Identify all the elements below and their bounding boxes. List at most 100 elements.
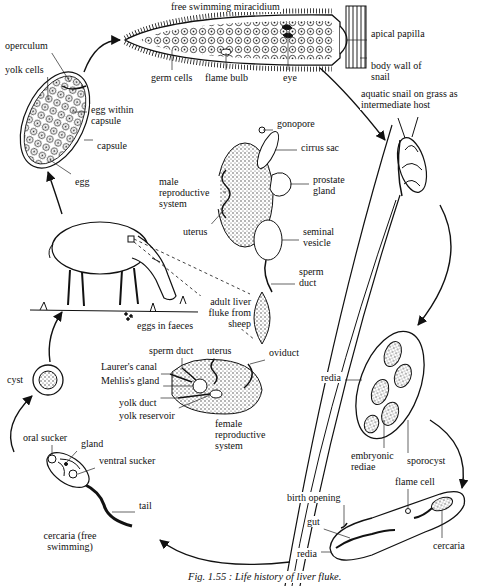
leader-line (344, 505, 345, 526)
flame-cell (406, 509, 411, 514)
leader-line (442, 510, 443, 538)
leader-line (84, 140, 93, 141)
oral-sucker (48, 455, 56, 463)
leader-line (282, 240, 299, 241)
egg-dot (125, 313, 128, 316)
shell-whorls (402, 145, 422, 186)
leader-line (50, 160, 71, 174)
cyst-content (39, 371, 57, 389)
egg-yolk (12, 66, 99, 173)
sperm-duct (265, 260, 272, 292)
leader-line (78, 468, 95, 474)
sheep-ear-tail (49, 244, 160, 262)
part-label: Mehlis's gland (100, 375, 160, 386)
part-label: yolk duct (118, 397, 158, 408)
snail-foot (398, 140, 402, 196)
leader-line (290, 184, 309, 185)
cyst-figure (33, 365, 63, 395)
part-label: egg within capsule (90, 104, 150, 126)
part-label: redia (296, 548, 318, 559)
cycle-arrow (418, 205, 451, 325)
leader-line (346, 40, 367, 41)
leader-line (324, 529, 350, 538)
miracidium-body (125, 15, 340, 65)
part-label: tail (138, 500, 153, 511)
part-label: yolk reservoir (118, 410, 176, 421)
cycle-arrow (49, 312, 62, 362)
part-label: cercaria (free swimming) (36, 530, 104, 552)
leader-line (112, 512, 135, 513)
part-label: uterus (182, 226, 208, 237)
leader-line (52, 53, 70, 82)
leader-line (223, 192, 226, 193)
leader-line (182, 358, 183, 368)
snail-tentacles (398, 117, 418, 138)
leader-line (66, 451, 77, 463)
sheep-figure (30, 222, 255, 340)
part-label: gonopore (276, 118, 316, 129)
part-label: female reproductive system (214, 418, 278, 451)
part-label: oral sucker (22, 432, 68, 443)
sporocyst-figure (343, 322, 438, 448)
part-label: ventral sucker (98, 455, 156, 466)
part-label: gland (80, 438, 104, 449)
part-label: redia (320, 372, 342, 383)
part-label: operculum (4, 40, 49, 51)
miracidium-figure (125, 11, 347, 69)
leader-line (360, 58, 367, 59)
part-label: cercaria (432, 540, 466, 551)
leader-line (131, 316, 133, 318)
embryonic-redia (368, 377, 392, 407)
leader-line (275, 150, 297, 151)
part-label: germ cells (150, 72, 193, 83)
leader-line (179, 395, 210, 408)
part-label: Laurer's canal (100, 361, 158, 372)
leader-line (161, 398, 179, 399)
part-label: oviduct (268, 347, 300, 358)
part-label: yolk cells (4, 64, 45, 75)
part-label: free swimming miracidium (170, 1, 281, 12)
dashed-pointer (134, 239, 255, 340)
part-label: sperm duct (148, 345, 194, 356)
part-label: body wall of snail (370, 60, 428, 82)
leader-line (214, 358, 215, 360)
ventral-sucker (69, 470, 77, 478)
egg-dot (130, 315, 133, 318)
part-label: capsule (96, 140, 128, 151)
yolk-reservoir (210, 390, 222, 398)
part-label: seminal vesicle (302, 226, 356, 248)
leader-line (72, 112, 87, 113)
leader-line (408, 420, 409, 453)
oviduct (244, 364, 252, 388)
part-label: apical papilla (370, 28, 426, 39)
part-label: flame bulb (204, 72, 249, 83)
leader-line (163, 386, 193, 387)
yolk-duct (178, 394, 210, 398)
liver-mark (128, 236, 134, 242)
leader-line (250, 360, 265, 364)
part-label: embryonic rediae (350, 450, 402, 472)
leader-line (321, 552, 332, 553)
cycle-arrow (160, 540, 290, 564)
leader-line (211, 210, 224, 224)
cycle-arrows (11, 40, 464, 564)
snail-figure (392, 117, 432, 196)
part-label: prostate gland (312, 174, 358, 196)
embryonic-redia (362, 413, 381, 435)
leader-line (345, 380, 362, 381)
sporocyst-wall (343, 322, 438, 448)
eye-spot (282, 25, 292, 30)
male-system-figure (217, 127, 291, 292)
leader-line (408, 489, 409, 508)
embryonic-redia (391, 362, 414, 390)
redia-gut (336, 530, 395, 548)
cycle-arrow (48, 172, 62, 214)
embryonic-redia (379, 400, 402, 428)
part-label: uterus (206, 345, 232, 356)
sheep-head (132, 236, 176, 300)
leader-line (288, 31, 289, 70)
part-label: gut (306, 516, 321, 527)
part-label: sperm duct (298, 266, 340, 288)
cycle-arrow (84, 40, 120, 72)
